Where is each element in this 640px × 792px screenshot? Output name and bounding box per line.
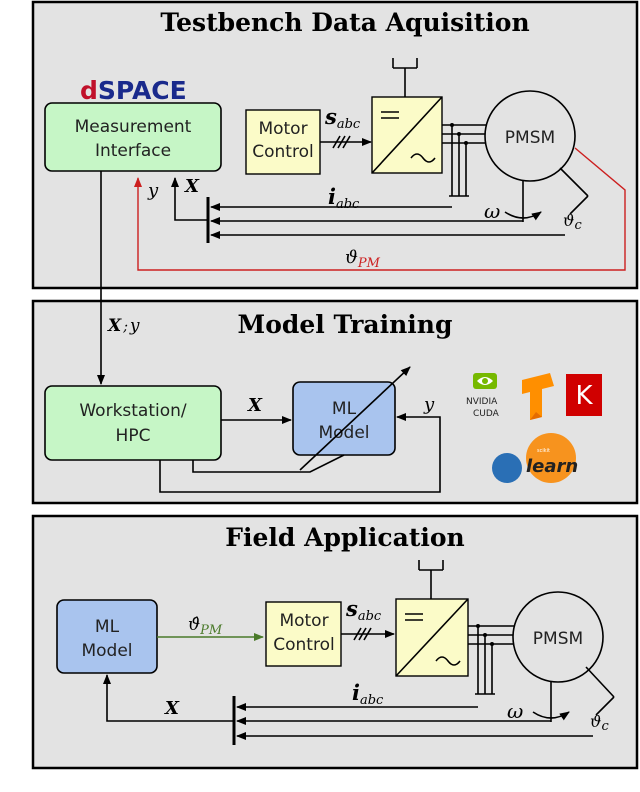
keras-logo-letter: K (575, 381, 593, 411)
i-abc-label-field: iabc (352, 680, 384, 708)
pmsm-motor-top: PMSM (484, 90, 589, 222)
motor-control-field-line1: Motor (279, 611, 328, 631)
svg-text:sabc: sabc (324, 104, 361, 132)
svg-text:X;y: X;y (107, 316, 140, 336)
motor-control-block-top: Motor Control (245, 109, 321, 175)
svg-text:ϑc: ϑc (590, 712, 609, 734)
pmsm-label-field: PMSM (533, 629, 583, 649)
feedback-lines-top (171, 177, 565, 243)
bus-slash-marks-top (332, 135, 351, 149)
omega-label-top: ω (484, 199, 500, 223)
keras-logo: K (566, 374, 602, 416)
bus-slash-marks-field (353, 627, 372, 641)
nvidia-logo-text: NVIDIA (466, 397, 498, 407)
motor-control-top-line2: Control (252, 142, 313, 162)
inverter-top (371, 58, 443, 174)
workstation-block: Workstation/ HPC (44, 385, 222, 461)
ml-model-training-line1: ML (332, 399, 357, 419)
phase-lines-top (442, 123, 490, 197)
ml-model-field-line2: Model (81, 641, 132, 661)
x-label-top: X (184, 176, 200, 197)
nvidia-cuda-logo: NVIDIA CUDA (466, 373, 500, 419)
y-label-training: y (423, 394, 435, 415)
svg-text:iabc: iabc (352, 680, 384, 708)
pmsm-motor-field: PMSM (512, 591, 615, 722)
tensorflow-logo (522, 373, 554, 420)
y-feedback-arrow-training (159, 413, 441, 493)
acquisition-title: Testbench Data Aquisition (160, 8, 529, 37)
ml-model-block-training: ML Model (292, 366, 411, 471)
dspace-logo: dSPACE (80, 76, 187, 105)
s-abc-label-field: sabc (345, 596, 382, 624)
omega-label-field: ω (507, 699, 523, 723)
svg-text:iabc: iabc (328, 184, 360, 212)
svg-text:sabc: sabc (345, 596, 382, 624)
svg-text:ϑc: ϑc (563, 211, 582, 233)
dspace-logo-word: SPACE (98, 76, 187, 105)
scikit-learn-logo-tiny: scikit (537, 448, 550, 454)
svg-text:ω: ω (484, 199, 500, 223)
ml-model-block-field: ML Model (56, 599, 158, 674)
workstation-line1: Workstation/ (79, 401, 187, 421)
x-label-training: X (247, 395, 263, 416)
workstation-line2: HPC (116, 426, 151, 446)
svg-text:ϑPM: ϑPM (345, 247, 381, 271)
xy-label: X;y (107, 316, 140, 336)
output-link-training (192, 454, 345, 473)
theta-c-label-field: ϑc (590, 712, 609, 734)
phase-lines-field (468, 624, 515, 695)
measurement-interface-block: Measurement Interface (44, 102, 222, 172)
i-abc-label-top: iabc (328, 184, 360, 212)
ml-model-training-line2: Model (318, 423, 369, 443)
svg-text:ϑ̂PM: ϑ̂PM (188, 615, 223, 638)
motor-control-field-line2: Control (273, 635, 334, 655)
inverter-field (395, 560, 469, 677)
motor-control-block-field: Motor Control (265, 601, 342, 667)
dspace-logo-prefix: d (80, 76, 98, 105)
training-title: Model Training (238, 310, 453, 339)
field-title: Field Application (225, 523, 465, 552)
cuda-logo-text: CUDA (473, 409, 500, 419)
scikit-learn-logo-text: learn (526, 456, 578, 477)
pmsm-label-top: PMSM (505, 128, 555, 148)
svg-text:ω: ω (507, 699, 523, 723)
ml-model-field-line1: ML (95, 617, 120, 637)
measurement-interface-line1: Measurement (75, 117, 192, 137)
s-abc-label-top: sabc (324, 104, 361, 132)
x-label-field: X (164, 698, 180, 719)
theta-pm-label-top: ϑPM (345, 247, 381, 271)
theta-c-label-top: ϑc (563, 211, 582, 233)
theta-pm-feedback-line (134, 147, 626, 271)
scikit-learn-logo: learn scikit (492, 433, 578, 483)
motor-control-top-line1: Motor (258, 119, 307, 139)
y-label-top: y (147, 180, 159, 201)
feedback-lines-field (103, 674, 593, 745)
measurement-interface-line2: Interface (95, 141, 171, 161)
theta-pm-estimate-label: ϑ̂PM (188, 615, 223, 638)
svg-text:dSPACE: dSPACE (80, 76, 187, 105)
